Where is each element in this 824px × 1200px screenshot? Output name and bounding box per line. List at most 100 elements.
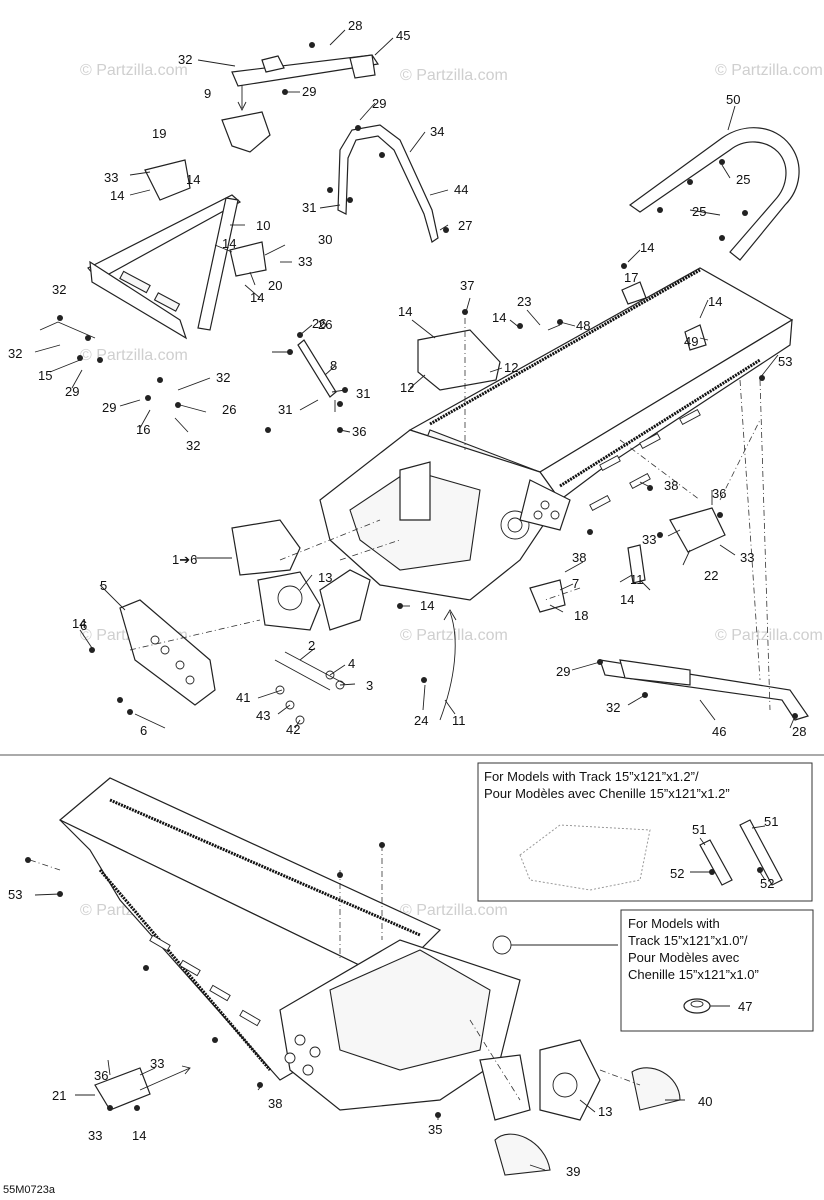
alignment-lines	[129, 318, 771, 711]
callout-label: 31	[356, 386, 370, 401]
callout-label: 10	[256, 218, 270, 233]
note-2-line-2: Track 15”x121”x1.0”/	[628, 933, 748, 948]
watermark: © Partzilla.com	[400, 627, 508, 644]
callout-label: 11	[630, 572, 644, 587]
watermark: © Partzilla.com	[80, 62, 188, 79]
part-8-link-rod	[297, 339, 337, 398]
callout-label: 40	[698, 1094, 712, 1109]
callout-label: 36	[352, 424, 366, 439]
callout-label: 33	[88, 1128, 102, 1143]
part-21-bracket	[94, 1067, 151, 1111]
callout-label: 30	[318, 232, 332, 247]
callout-label: 46	[712, 724, 726, 739]
part-39-cover	[494, 1133, 551, 1176]
part-7-bracket	[627, 544, 646, 584]
callout-label: 43	[256, 708, 270, 723]
callout-label: 50	[726, 92, 740, 107]
callout-label: 32	[606, 700, 620, 715]
note-box-track-1-2: For Models with Track 15”x121”x1.2”/ Pou…	[477, 762, 813, 902]
callout-label: 2	[308, 638, 315, 653]
callout-label: 29	[302, 84, 316, 99]
callout-label: 33	[298, 254, 312, 269]
chassis-tunnel	[319, 267, 794, 601]
callout-label: 20	[268, 278, 282, 293]
callout-label: 44	[454, 182, 468, 197]
callout-label: 9	[204, 86, 211, 101]
watermark: © Partzilla.com	[400, 67, 508, 84]
fastener-dots	[57, 42, 798, 719]
callout-label: 53	[778, 354, 792, 369]
callout-label: 14	[492, 310, 506, 325]
part-51-slide-right	[739, 819, 783, 886]
callout-label: 14	[708, 294, 722, 309]
callout-label: 21	[52, 1088, 66, 1103]
callout-label: 11	[452, 713, 466, 728]
catalog-code: 55M0723a	[3, 1184, 56, 1196]
watermark: © Partzilla.com	[80, 347, 188, 364]
part-45-support-bar	[231, 54, 380, 87]
note-box-track-1-0: For Models with Track 15”x121”x1.0”/ Pou…	[620, 909, 814, 1032]
callout-label: 12	[504, 360, 518, 375]
callout-label: 13	[318, 570, 332, 585]
callout-label: 29	[65, 384, 79, 399]
callout-label: 51	[692, 822, 706, 837]
callout-label: 31	[278, 402, 292, 417]
bottom-illustration	[25, 777, 685, 1176]
top-illustration	[34, 29, 809, 729]
note-2-line-4: Chenille 15”x121”x1.0”	[628, 967, 759, 982]
callout-label: 5	[100, 578, 107, 593]
callout-label: 14	[420, 598, 434, 613]
callout-label: 19	[152, 126, 166, 141]
part-17-steering-block	[417, 329, 501, 391]
part-40-cover	[631, 1067, 681, 1111]
callout-label: 25	[736, 172, 750, 187]
callout-label: 31	[302, 200, 316, 215]
callout-label: 49	[684, 334, 698, 349]
callout-label: 52	[670, 866, 684, 881]
detail-circle	[492, 935, 512, 955]
callout-label: 7	[572, 576, 579, 591]
callout-label: 38	[268, 1096, 282, 1111]
callout-label: 28	[348, 18, 362, 33]
watermark: © Partzilla.com	[715, 62, 823, 79]
part-22-bracket	[669, 507, 726, 553]
callout-label: 12	[400, 380, 414, 395]
part-44-column-support	[337, 124, 439, 243]
callout-label: 42	[286, 722, 300, 737]
callout-label: 14	[250, 290, 264, 305]
part-9-bracket	[221, 111, 271, 153]
callout-label: 34	[430, 124, 444, 139]
callout-label: 32	[8, 346, 22, 361]
callout-label: 4	[348, 656, 355, 671]
callout-label: 39	[566, 1164, 580, 1179]
part-18-bracket	[529, 579, 566, 613]
part-13-right-mount	[319, 569, 371, 631]
callout-label: 13	[598, 1104, 612, 1119]
track-outline	[519, 824, 651, 891]
callout-label: 26	[318, 317, 332, 332]
note-2-line-3: Pour Modèles avec	[628, 950, 740, 965]
callout-label: 47	[738, 999, 752, 1014]
callout-label: 6	[140, 723, 147, 738]
callout-label: 38	[572, 550, 586, 565]
callout-label: 14	[640, 240, 654, 255]
callout-label: 53	[8, 887, 22, 902]
part-48-bracket	[621, 281, 647, 305]
callout-label: 27	[458, 218, 472, 233]
part-49-bracket	[684, 324, 707, 351]
callout-label: 3	[366, 678, 373, 693]
callout-label: 14	[620, 592, 634, 607]
callout-label: 41	[236, 690, 250, 705]
callout-label: 8	[330, 358, 337, 373]
part-1-6-mount	[231, 519, 301, 576]
callout-label: 28	[792, 724, 806, 739]
callout-label: 33	[642, 532, 656, 547]
callout-label: 29	[556, 664, 570, 679]
callout-leaders	[34, 29, 796, 729]
callout-label: 14	[110, 188, 124, 203]
callout-label: 32	[216, 370, 230, 385]
callout-label: 14	[132, 1128, 146, 1143]
callout-label: 26	[222, 402, 236, 417]
